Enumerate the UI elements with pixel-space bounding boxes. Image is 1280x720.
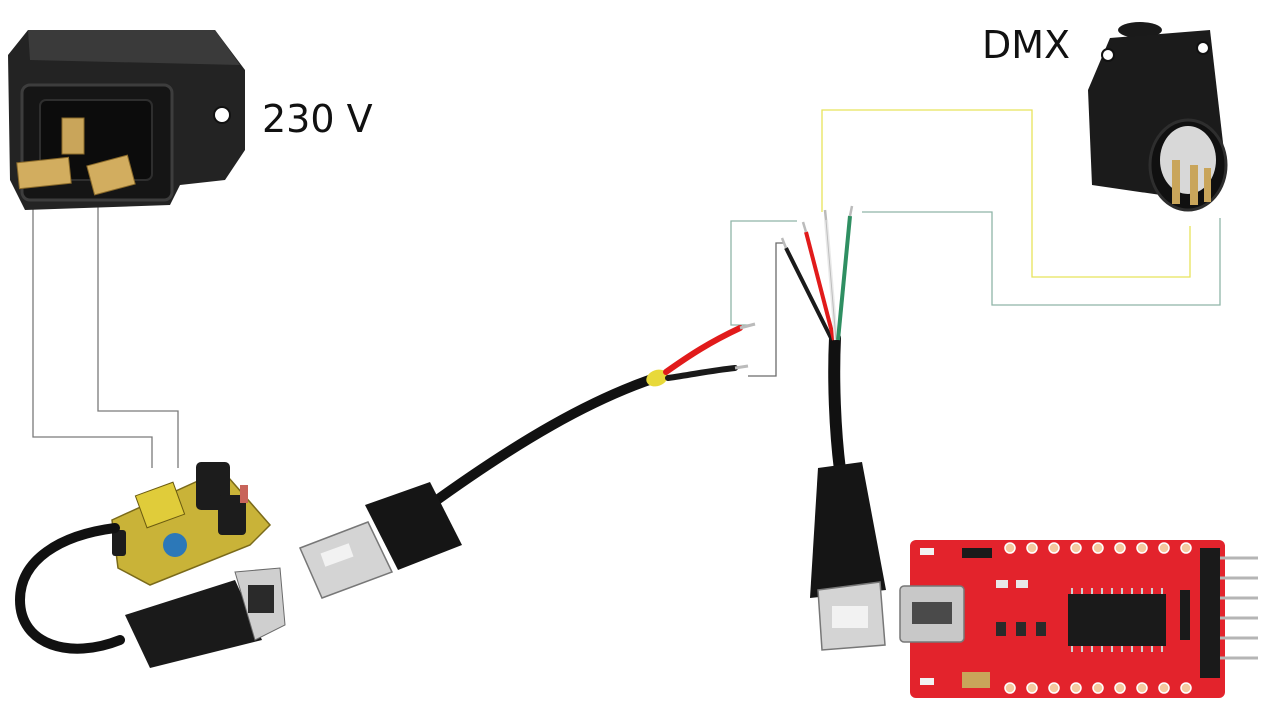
wire-dmx-yellow (821, 109, 1191, 278)
connection-lines (32, 109, 1221, 468)
header-pins (1200, 548, 1258, 678)
wire-link-black (748, 242, 785, 377)
psu-board-icon (14, 462, 286, 668)
wire-link-red (730, 220, 797, 326)
wire-mains-l (32, 195, 153, 468)
usb-cable-2-core (425, 322, 756, 510)
usb-plug-icon (298, 482, 462, 599)
xlr-socket-icon (1088, 22, 1228, 212)
ftdi-board-icon (899, 540, 1258, 698)
wire-dmx-teal (862, 211, 1221, 306)
label-mains: 230 V (262, 97, 373, 141)
usb-cable-4-core (780, 205, 854, 476)
usb-plug-icon-2 (810, 462, 886, 651)
wire-mains-n (97, 195, 179, 468)
power-inlet-icon (8, 30, 245, 210)
label-dmx: DMX (982, 23, 1070, 67)
